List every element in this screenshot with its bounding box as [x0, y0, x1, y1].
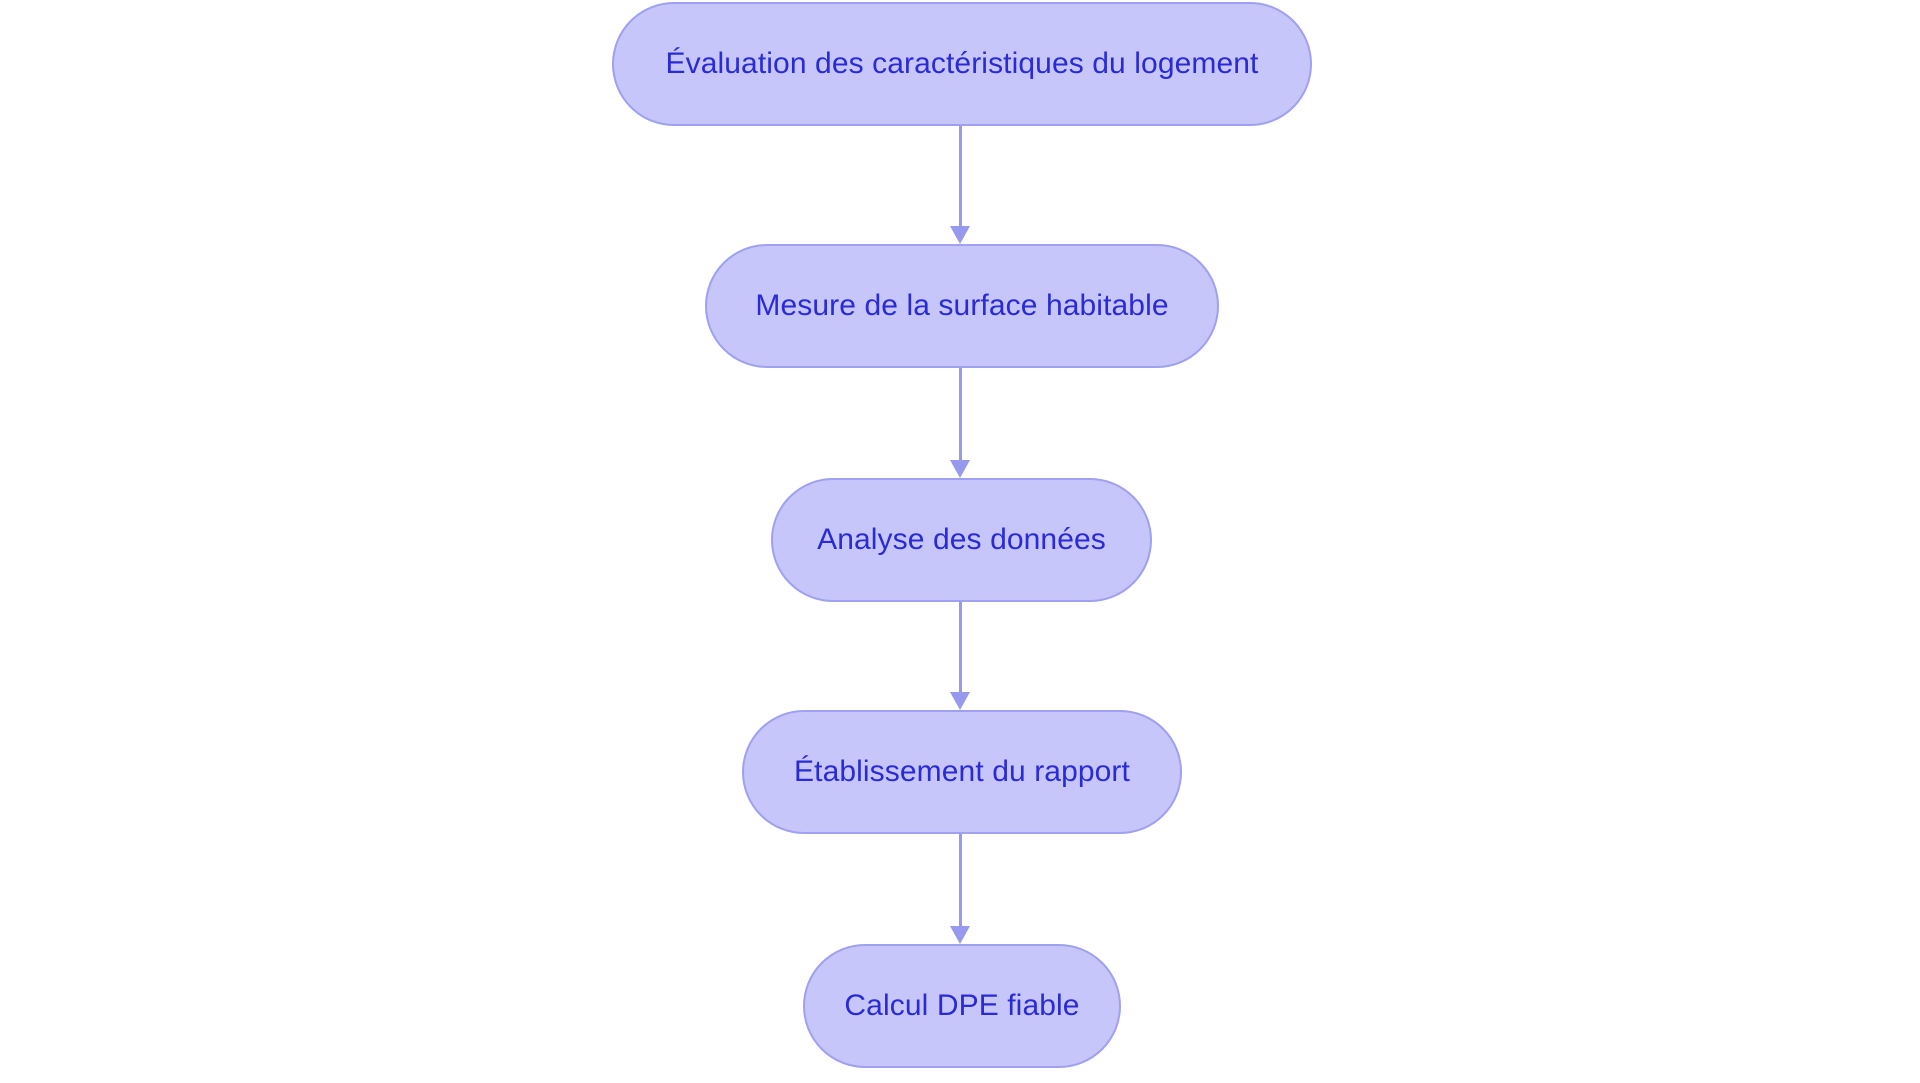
connector-line — [958, 368, 962, 460]
arrow-down-icon — [950, 226, 970, 244]
flow-node-mesure-surface-habitable[interactable]: Mesure de la surface habitable — [705, 244, 1219, 368]
arrow-down-icon — [950, 926, 970, 944]
arrow-down-icon — [950, 692, 970, 710]
flow-node-label: Mesure de la surface habitable — [755, 289, 1169, 322]
connector-line — [958, 126, 962, 226]
flow-node-analyse-donnees[interactable]: Analyse des données — [771, 478, 1152, 602]
flow-node-etablissement-rapport[interactable]: Établissement du rapport — [742, 710, 1182, 834]
flow-node-evaluation-caracteristiques[interactable]: Évaluation des caractéristiques du logem… — [612, 2, 1312, 126]
connector-line — [958, 602, 962, 692]
arrow-down-icon — [950, 460, 970, 478]
connector-line — [958, 834, 962, 926]
flow-node-label: Calcul DPE fiable — [844, 989, 1080, 1022]
flow-node-calcul-dpe-fiable[interactable]: Calcul DPE fiable — [803, 944, 1121, 1068]
flow-node-label: Évaluation des caractéristiques du logem… — [665, 47, 1259, 80]
flow-node-label: Établissement du rapport — [794, 755, 1130, 788]
flow-node-label: Analyse des données — [817, 523, 1106, 556]
